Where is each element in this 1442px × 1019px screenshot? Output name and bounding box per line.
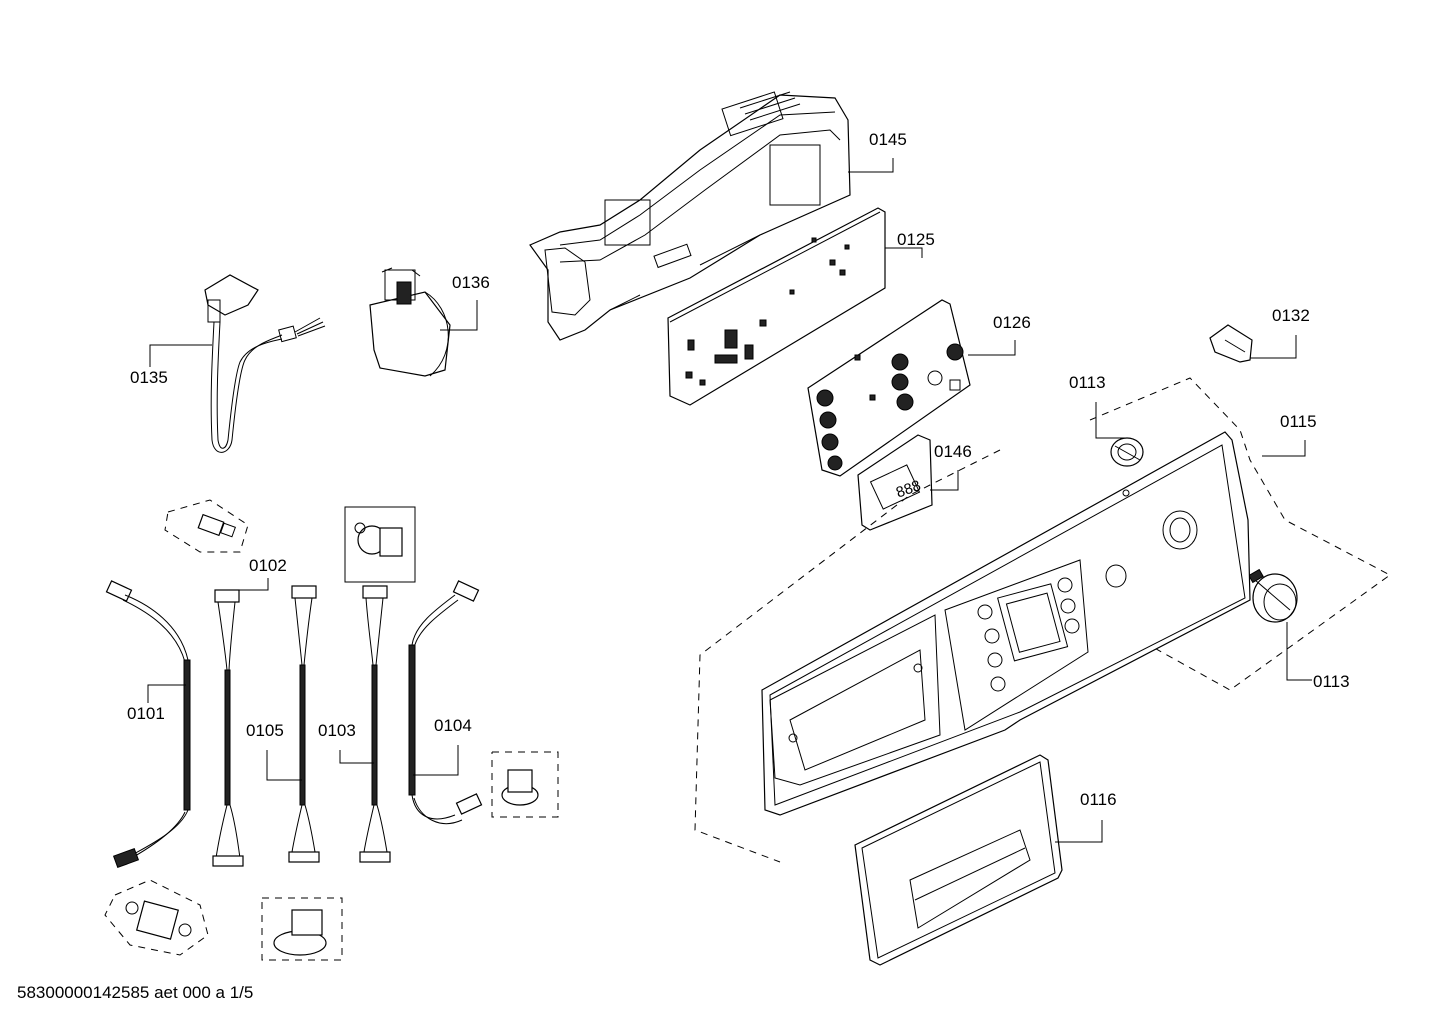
label-part-0101: 0101 (127, 704, 165, 723)
label-part-0105: 0105 (246, 721, 284, 740)
label-part-0102: 0102 (249, 556, 287, 575)
label-part-0113-lower: 0113 (1313, 672, 1350, 691)
part-pressure-switch-box (491, 751, 559, 818)
label-part-0113-upper: 0113 (1069, 373, 1106, 392)
part-0126-selector-board (807, 299, 971, 477)
label-part-0104: 0104 (434, 716, 472, 735)
part-0146-display-board: 888 (857, 434, 933, 531)
part-0115-control-panel (694, 377, 1391, 863)
part-0116-drawer-handle (854, 754, 1063, 966)
label-part-0135: 0135 (130, 368, 168, 387)
part-0125-main-circuit-board (667, 207, 886, 406)
part-valve-box (344, 506, 416, 583)
part-0132-bracket-clip (1209, 324, 1253, 363)
harness-0102 (288, 585, 320, 863)
label-part-0126: 0126 (993, 313, 1031, 332)
label-part-0132: 0132 (1272, 306, 1310, 325)
document-reference: 58300000142585 aet 000 a 1/5 (17, 983, 254, 1002)
label-part-0125: 0125 (897, 230, 935, 249)
label-part-0146: 0146 (934, 442, 972, 461)
part-0145-module-housing (529, 91, 851, 341)
part-sensor-bottom (261, 897, 343, 961)
part-0135-power-cable (204, 274, 326, 453)
label-part-0145: 0145 (869, 130, 907, 149)
leader-lines (147, 158, 1312, 843)
harness-0103 (359, 585, 391, 863)
harness-0101 (105, 580, 191, 869)
label-part-0115: 0115 (1280, 412, 1317, 431)
part-0136-interference-filter (369, 267, 451, 377)
part-0113-upper-knob (1110, 437, 1144, 467)
part-valve-bottom-left (104, 879, 209, 956)
label-part-0116: 0116 (1080, 790, 1117, 809)
harness-0104 (408, 580, 483, 825)
label-part-0103: 0103 (318, 721, 356, 740)
part-small-connector (164, 499, 249, 553)
part-0113-program-knob (1248, 568, 1298, 623)
label-part-0136: 0136 (452, 273, 490, 292)
harness-0105 (212, 589, 244, 867)
